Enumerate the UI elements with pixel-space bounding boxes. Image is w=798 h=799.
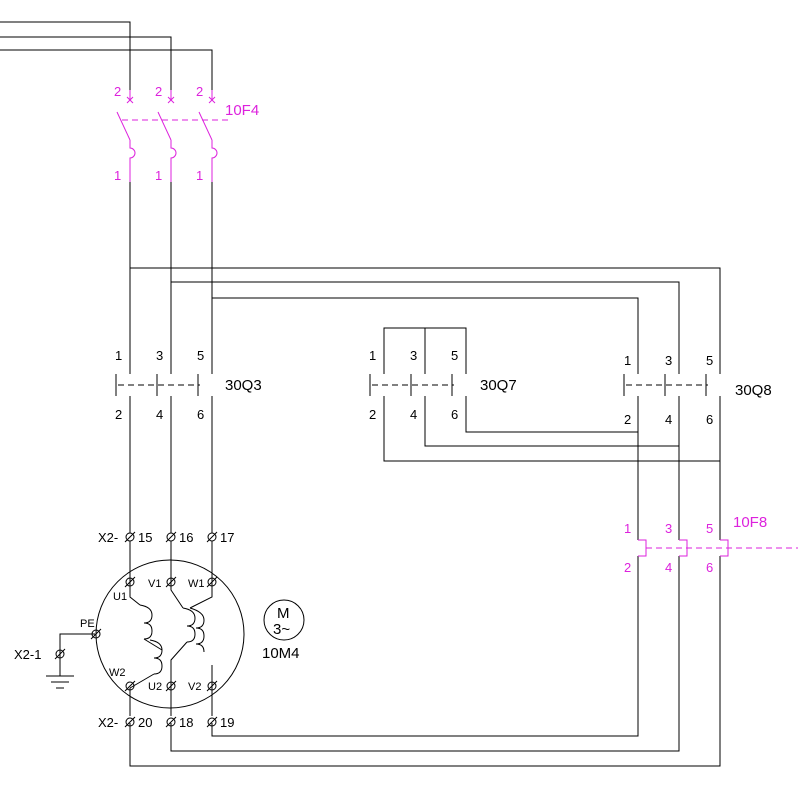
contactor-30Q8-tag: 30Q8 xyxy=(735,382,772,399)
motor-tag: 10M4 xyxy=(262,645,300,662)
overload-10F8-labels: 1 3 5 2 4 6 10F8 xyxy=(624,514,767,575)
motor-pe-label: PE xyxy=(80,618,95,630)
contactor-30Q8-top-3: 3 xyxy=(665,353,672,368)
terminal-18-icon xyxy=(165,716,177,728)
terminal-20-icon xyxy=(124,716,136,728)
breaker-10F4-tag: 10F4 xyxy=(225,102,259,119)
motor-v1-terminal-icon xyxy=(165,576,177,588)
motor-symbol-circle xyxy=(263,599,305,641)
overload-10F8-tag: 10F8 xyxy=(733,514,767,531)
motor-v1-label: V1 xyxy=(148,578,161,590)
motor-symbol-phase: 3~ xyxy=(273,621,290,638)
motor-labels: U1 V1 W1 W2 U2 V2 PE X2-1 xyxy=(14,578,205,693)
contactor-30Q3 xyxy=(115,368,213,402)
terminal-strip-bottom: X2- 20 18 19 xyxy=(98,715,234,730)
overload-10F8-bottom-2: 2 xyxy=(624,560,631,575)
contactor-30Q3-labels: 1 3 5 2 4 6 30Q3 xyxy=(115,348,262,422)
breaker-10F4-bottom-1: 1 xyxy=(114,168,121,183)
contactor-30Q8-top-1: 1 xyxy=(624,353,631,368)
terminal-15-icon xyxy=(124,531,136,543)
contactor-30Q3-bottom-4: 4 xyxy=(156,407,163,422)
contactor-30Q7-labels: 1 3 5 2 4 6 30Q7 xyxy=(369,348,517,422)
contactor-30Q7-top-5: 5 xyxy=(451,348,458,363)
breaker-10F4-top-3: 2 xyxy=(196,84,203,99)
motor-v2-label: V2 xyxy=(188,681,201,693)
earth-terminal-label: X2-1 xyxy=(14,647,41,662)
motor-u2-label: U2 xyxy=(148,681,162,693)
contactor-30Q3-top-5: 5 xyxy=(197,348,204,363)
contactor-30Q8-bottom-2: 2 xyxy=(624,412,631,427)
contactor-30Q8-bottom-4: 4 xyxy=(665,412,672,427)
terminal-19-icon xyxy=(206,716,218,728)
terminal-bottom-prefix: X2- xyxy=(98,715,118,730)
motor-10M4 xyxy=(46,559,245,709)
overload-10F8-top-5: 5 xyxy=(706,521,713,536)
motor-w1-terminal-icon xyxy=(206,576,218,588)
earth-terminal-icon xyxy=(54,648,66,660)
motor-pe-terminal-icon xyxy=(90,628,102,640)
contactor-30Q3-bottom-2: 2 xyxy=(115,407,122,422)
terminal-16-label: 16 xyxy=(179,530,193,545)
motor-symbol: M 3~ 10M4 xyxy=(262,599,305,662)
contactor-30Q7-tag: 30Q7 xyxy=(480,377,517,394)
contactor-30Q7-bottom-6: 6 xyxy=(451,407,458,422)
breaker-10F4-top-2: 2 xyxy=(155,84,162,99)
terminal-16-icon xyxy=(165,531,177,543)
overload-10F8-bottom-4: 4 xyxy=(665,560,672,575)
breaker-10F4-bottom-2: 1 xyxy=(155,168,162,183)
contactor-30Q3-tag: 30Q3 xyxy=(225,377,262,394)
breaker-10F4-bottom-3: 1 xyxy=(196,168,203,183)
contactor-30Q7-bottom-4: 4 xyxy=(410,407,417,422)
motor-u2-terminal-icon xyxy=(165,680,177,692)
terminal-19-label: 19 xyxy=(220,715,234,730)
contactor-30Q8-top-5: 5 xyxy=(706,353,713,368)
overload-10F8-top-1: 1 xyxy=(624,521,631,536)
supply-wires xyxy=(0,21,721,767)
terminal-17-icon xyxy=(206,531,218,543)
contactor-30Q3-top-1: 1 xyxy=(115,348,122,363)
contactor-30Q7-top-3: 3 xyxy=(410,348,417,363)
breaker-10F4-top-1: 2 xyxy=(114,84,121,99)
terminal-17-label: 17 xyxy=(220,530,234,545)
breaker-10F4-labels: 2 2 2 1 1 1 10F4 xyxy=(114,84,259,183)
terminal-strip-top: X2- 15 16 17 xyxy=(98,530,234,545)
contactor-30Q8-labels: 1 3 5 2 4 6 30Q8 xyxy=(624,353,772,427)
contactor-30Q3-top-3: 3 xyxy=(156,348,163,363)
terminal-20-label: 20 xyxy=(138,715,152,730)
motor-symbol-letter: M xyxy=(277,605,290,622)
terminal-18-label: 18 xyxy=(179,715,193,730)
motor-w1-label: W1 xyxy=(188,578,205,590)
motor-w2-label: W2 xyxy=(109,667,126,679)
contactor-30Q7 xyxy=(369,368,467,402)
motor-u1-label: U1 xyxy=(113,591,127,603)
motor-v2-terminal-icon xyxy=(206,680,218,692)
breaker-10F4 xyxy=(116,90,230,182)
overload-10F8-bottom-6: 6 xyxy=(706,560,713,575)
motor-w2-terminal-icon xyxy=(124,680,136,692)
terminal-top-prefix: X2- xyxy=(98,530,118,545)
terminal-15-label: 15 xyxy=(138,530,152,545)
overload-10F8-top-3: 3 xyxy=(665,521,672,536)
contactor-30Q8 xyxy=(623,368,721,402)
motor-u1-terminal-icon xyxy=(124,576,136,588)
overload-10F8 xyxy=(638,539,798,557)
contactor-30Q7-bottom-2: 2 xyxy=(369,407,376,422)
contactor-30Q7-top-1: 1 xyxy=(369,348,376,363)
contactor-30Q3-bottom-6: 6 xyxy=(197,407,204,422)
contactor-30Q8-bottom-6: 6 xyxy=(706,412,713,427)
